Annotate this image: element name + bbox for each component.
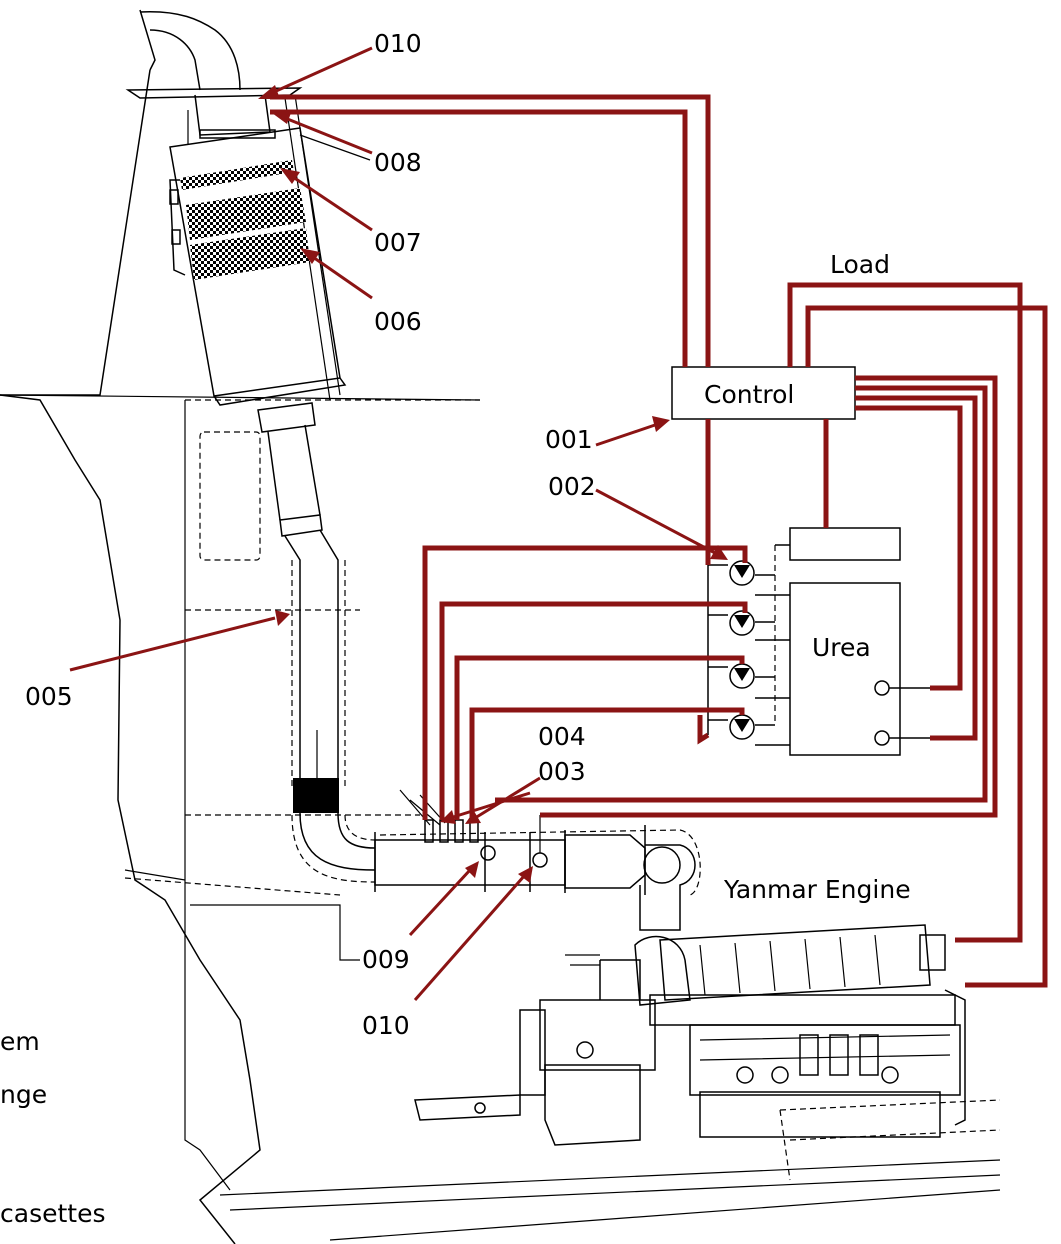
label-007: 007 — [374, 228, 422, 257]
mixing-pipe — [374, 789, 701, 931]
callout-labels: 010 008 007 006 005 001 002 004 003 009 … — [25, 29, 911, 1040]
urea-supply-unit: Urea — [707, 527, 930, 756]
sensor-010-bottom — [532, 852, 548, 868]
yanmar-engine — [414, 924, 966, 1146]
sensor-009 — [480, 845, 496, 861]
arrow-006 — [300, 248, 320, 264]
arrow-004 — [440, 810, 456, 824]
exhaust-piping — [187, 110, 376, 883]
label-002: 002 — [548, 472, 596, 501]
port-bottom-icon — [874, 730, 890, 746]
label-005: 005 — [25, 682, 73, 711]
pump-3-icon — [729, 663, 755, 689]
tank-box — [789, 527, 901, 561]
arrow-001 — [652, 416, 670, 432]
label-010-top: 010 — [374, 29, 422, 58]
label-load: Load — [830, 250, 890, 279]
control-unit: Control — [671, 366, 856, 420]
pump-2-icon — [729, 610, 755, 636]
label-008: 008 — [374, 148, 422, 177]
arrow-005 — [275, 610, 290, 626]
arrow-003 — [465, 811, 481, 824]
arrow-007 — [280, 168, 300, 184]
arrow-002 — [710, 545, 728, 560]
cutoff-text-3: casettes — [0, 1199, 105, 1228]
arrow-010-top — [258, 85, 280, 99]
port-top-icon — [874, 680, 890, 696]
scr-reactor-body — [169, 127, 347, 406]
pump-1-icon — [729, 560, 755, 586]
label-006: 006 — [374, 307, 422, 336]
control-label: Control — [704, 380, 794, 409]
cutoff-text-1: em — [0, 1027, 40, 1056]
cutoff-legend: em nge casettes — [0, 1027, 105, 1228]
signal-wiring — [270, 94, 1048, 988]
urea-label: Urea — [812, 633, 871, 662]
label-yanmar-engine: Yanmar Engine — [723, 875, 911, 904]
label-003: 003 — [538, 757, 586, 786]
pump-4-icon — [729, 714, 755, 740]
arrow-009 — [465, 861, 479, 878]
label-001: 001 — [545, 425, 593, 454]
hull-outline — [0, 9, 1001, 1244]
arrow-008 — [272, 110, 292, 124]
urea-box — [789, 582, 901, 756]
leader-arrows — [69, 46, 728, 1001]
cutoff-text-2: nge — [0, 1080, 47, 1109]
arrow-010-bottom — [518, 866, 533, 883]
control-box — [671, 366, 856, 420]
label-010-bottom: 010 — [362, 1011, 410, 1040]
label-004: 004 — [538, 722, 586, 751]
label-009: 009 — [362, 945, 410, 974]
